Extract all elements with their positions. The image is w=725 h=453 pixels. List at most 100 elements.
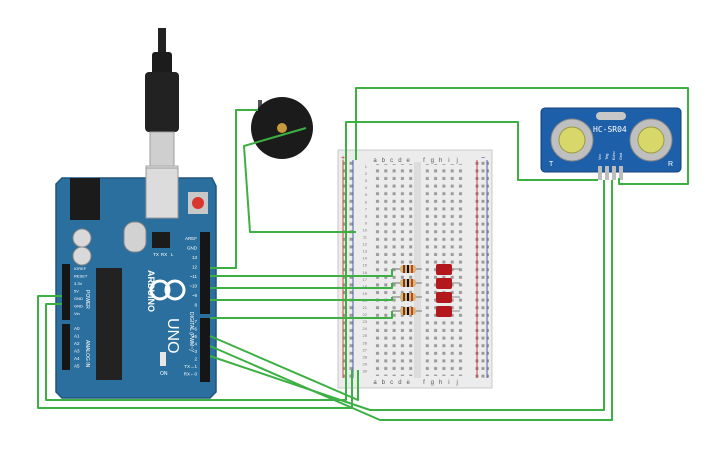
analog-pin-label: A4	[74, 356, 80, 361]
atmega-chip	[96, 268, 122, 380]
resistor-1[interactable]	[392, 265, 422, 273]
breadboard-column-label: d	[398, 380, 401, 386]
breadboard-column-label: i	[448, 158, 449, 164]
wire-5v-rail[interactable]	[37, 295, 353, 409]
wire-pin4-aux[interactable]	[209, 335, 359, 401]
breadboard-row-number: 15	[363, 263, 368, 268]
power-pin-label: 3.3V	[74, 281, 83, 286]
breadboard-column-label: c	[390, 380, 393, 386]
breadboard-column-label: g	[431, 158, 434, 164]
sensor-pin-label: Gnd	[619, 153, 623, 160]
digital-pin-label: AREF	[185, 236, 197, 241]
rail-minus-label: −	[481, 155, 485, 162]
resistor-4[interactable]	[392, 307, 422, 315]
capacitor-icon	[72, 228, 92, 248]
resistor-3[interactable]	[392, 293, 422, 301]
wire-pin3-trig[interactable]	[209, 180, 613, 421]
wire-pin13-buzzer[interactable]	[210, 109, 258, 269]
wire-pin11-led2[interactable]	[210, 283, 393, 289]
analog-pin-label: A5	[74, 364, 80, 369]
breadboard-column-label: f	[423, 158, 425, 164]
sensor-left-mark: T	[549, 161, 554, 168]
breadboard-row-number: 19	[363, 291, 368, 296]
led-3[interactable]	[436, 292, 460, 303]
usb-chip	[152, 232, 170, 248]
digital-pin-label: RX←0	[184, 372, 198, 377]
analog-header-label: ANALOG IN	[84, 340, 90, 368]
breadboard-row-number: 6	[365, 199, 368, 204]
sensor-pin-label: Echo	[612, 151, 616, 160]
digital-pin-label: ~6	[192, 327, 198, 332]
reset-button[interactable]	[192, 197, 204, 209]
breadboard-row-number: 2	[365, 171, 368, 176]
arduino-uno-board[interactable]: ARDUINO UNO DIGITAL (PWM~) POWER ANALOG …	[55, 167, 217, 399]
digital-pin-label: ~11	[190, 274, 198, 279]
breadboard-row-number: 9	[365, 220, 368, 225]
right-power-rail[interactable]	[475, 160, 489, 378]
breadboard-column-label: c	[390, 158, 393, 164]
board-led-label: RX	[161, 252, 167, 257]
breadboard-column-label: h	[439, 158, 442, 164]
power-header	[62, 264, 70, 320]
digital-pin-label: 13	[192, 255, 198, 260]
wire-gnd-rail[interactable]	[45, 121, 598, 401]
breadboard-row-number: 25	[363, 333, 368, 338]
transmitter-icon	[550, 118, 594, 162]
wire-pin9-led4[interactable]	[210, 311, 393, 319]
digital-pin-label: 7	[194, 319, 197, 324]
analog-header	[62, 324, 70, 370]
breadboard-column-label: a	[373, 158, 377, 164]
breadboard-column-label: b	[382, 380, 386, 386]
analog-pin-label: A3	[74, 349, 80, 354]
wire-pin2-echo[interactable]	[209, 180, 605, 411]
led-2[interactable]	[436, 278, 460, 289]
sensor-pin-label: Vcc	[598, 154, 602, 160]
wire-pin12-led1[interactable]	[210, 269, 393, 277]
breadboard-row-number: 14	[363, 256, 368, 261]
analog-pin-label: A1	[74, 334, 80, 339]
on-led-label: ON	[160, 371, 168, 377]
crystal-oscillator	[123, 221, 147, 253]
breadboard-column-label: g	[431, 380, 434, 386]
breadboard-row-number: 7	[365, 206, 368, 211]
breadboard-row-number: 24	[363, 326, 368, 331]
breadboard-row-number: 3	[365, 178, 368, 183]
breadboard-row-number: 5	[365, 192, 368, 197]
center-channel	[414, 162, 421, 378]
led-4[interactable]	[436, 306, 460, 317]
breadboard-row-number: 12	[363, 242, 368, 247]
breadboard-column-label: e	[407, 158, 411, 164]
power-header-label: POWER	[84, 290, 90, 309]
power-pin-label: IOREF	[74, 266, 87, 271]
analog-pin-label: A0	[74, 326, 80, 331]
digital-pin-label: GND	[187, 246, 198, 251]
breadboard-column-label: i	[448, 380, 449, 386]
digital-pin-label: 4	[194, 342, 197, 347]
board-model: UNO	[164, 318, 181, 354]
capacitor-icon	[72, 246, 92, 266]
breadboard-column-label: j	[456, 380, 458, 386]
sensor-crystal	[596, 112, 626, 120]
arduino-logo-icon	[149, 279, 186, 301]
digital-header-label: DIGITAL (PWM~)	[188, 312, 194, 351]
breadboard-row-number: 8	[365, 213, 368, 218]
wire-pin10-led3[interactable]	[210, 297, 393, 301]
wire-sensor-vcc[interactable]	[355, 87, 689, 185]
breadboard-row-number: 16	[363, 270, 368, 275]
breadboard-column-label: e	[407, 380, 411, 386]
piezo-buzzer[interactable]	[251, 97, 313, 159]
wire-buzzer-breadboard[interactable]	[243, 127, 356, 233]
left-power-rail[interactable]	[341, 160, 355, 378]
resistor-2[interactable]	[392, 279, 422, 287]
breadboard-row-number: 10	[363, 227, 368, 232]
breadboard-row-number: 23	[363, 319, 368, 324]
sensor-right-mark: R	[668, 161, 673, 168]
breadboard-column-label: b	[382, 158, 386, 164]
sensor-pin-label: Trig	[605, 154, 609, 160]
sensor-model: HC-SR04	[593, 125, 627, 134]
breadboard-row-number: 4	[365, 185, 368, 190]
on-led	[160, 352, 166, 366]
led-1[interactable]	[436, 264, 460, 275]
